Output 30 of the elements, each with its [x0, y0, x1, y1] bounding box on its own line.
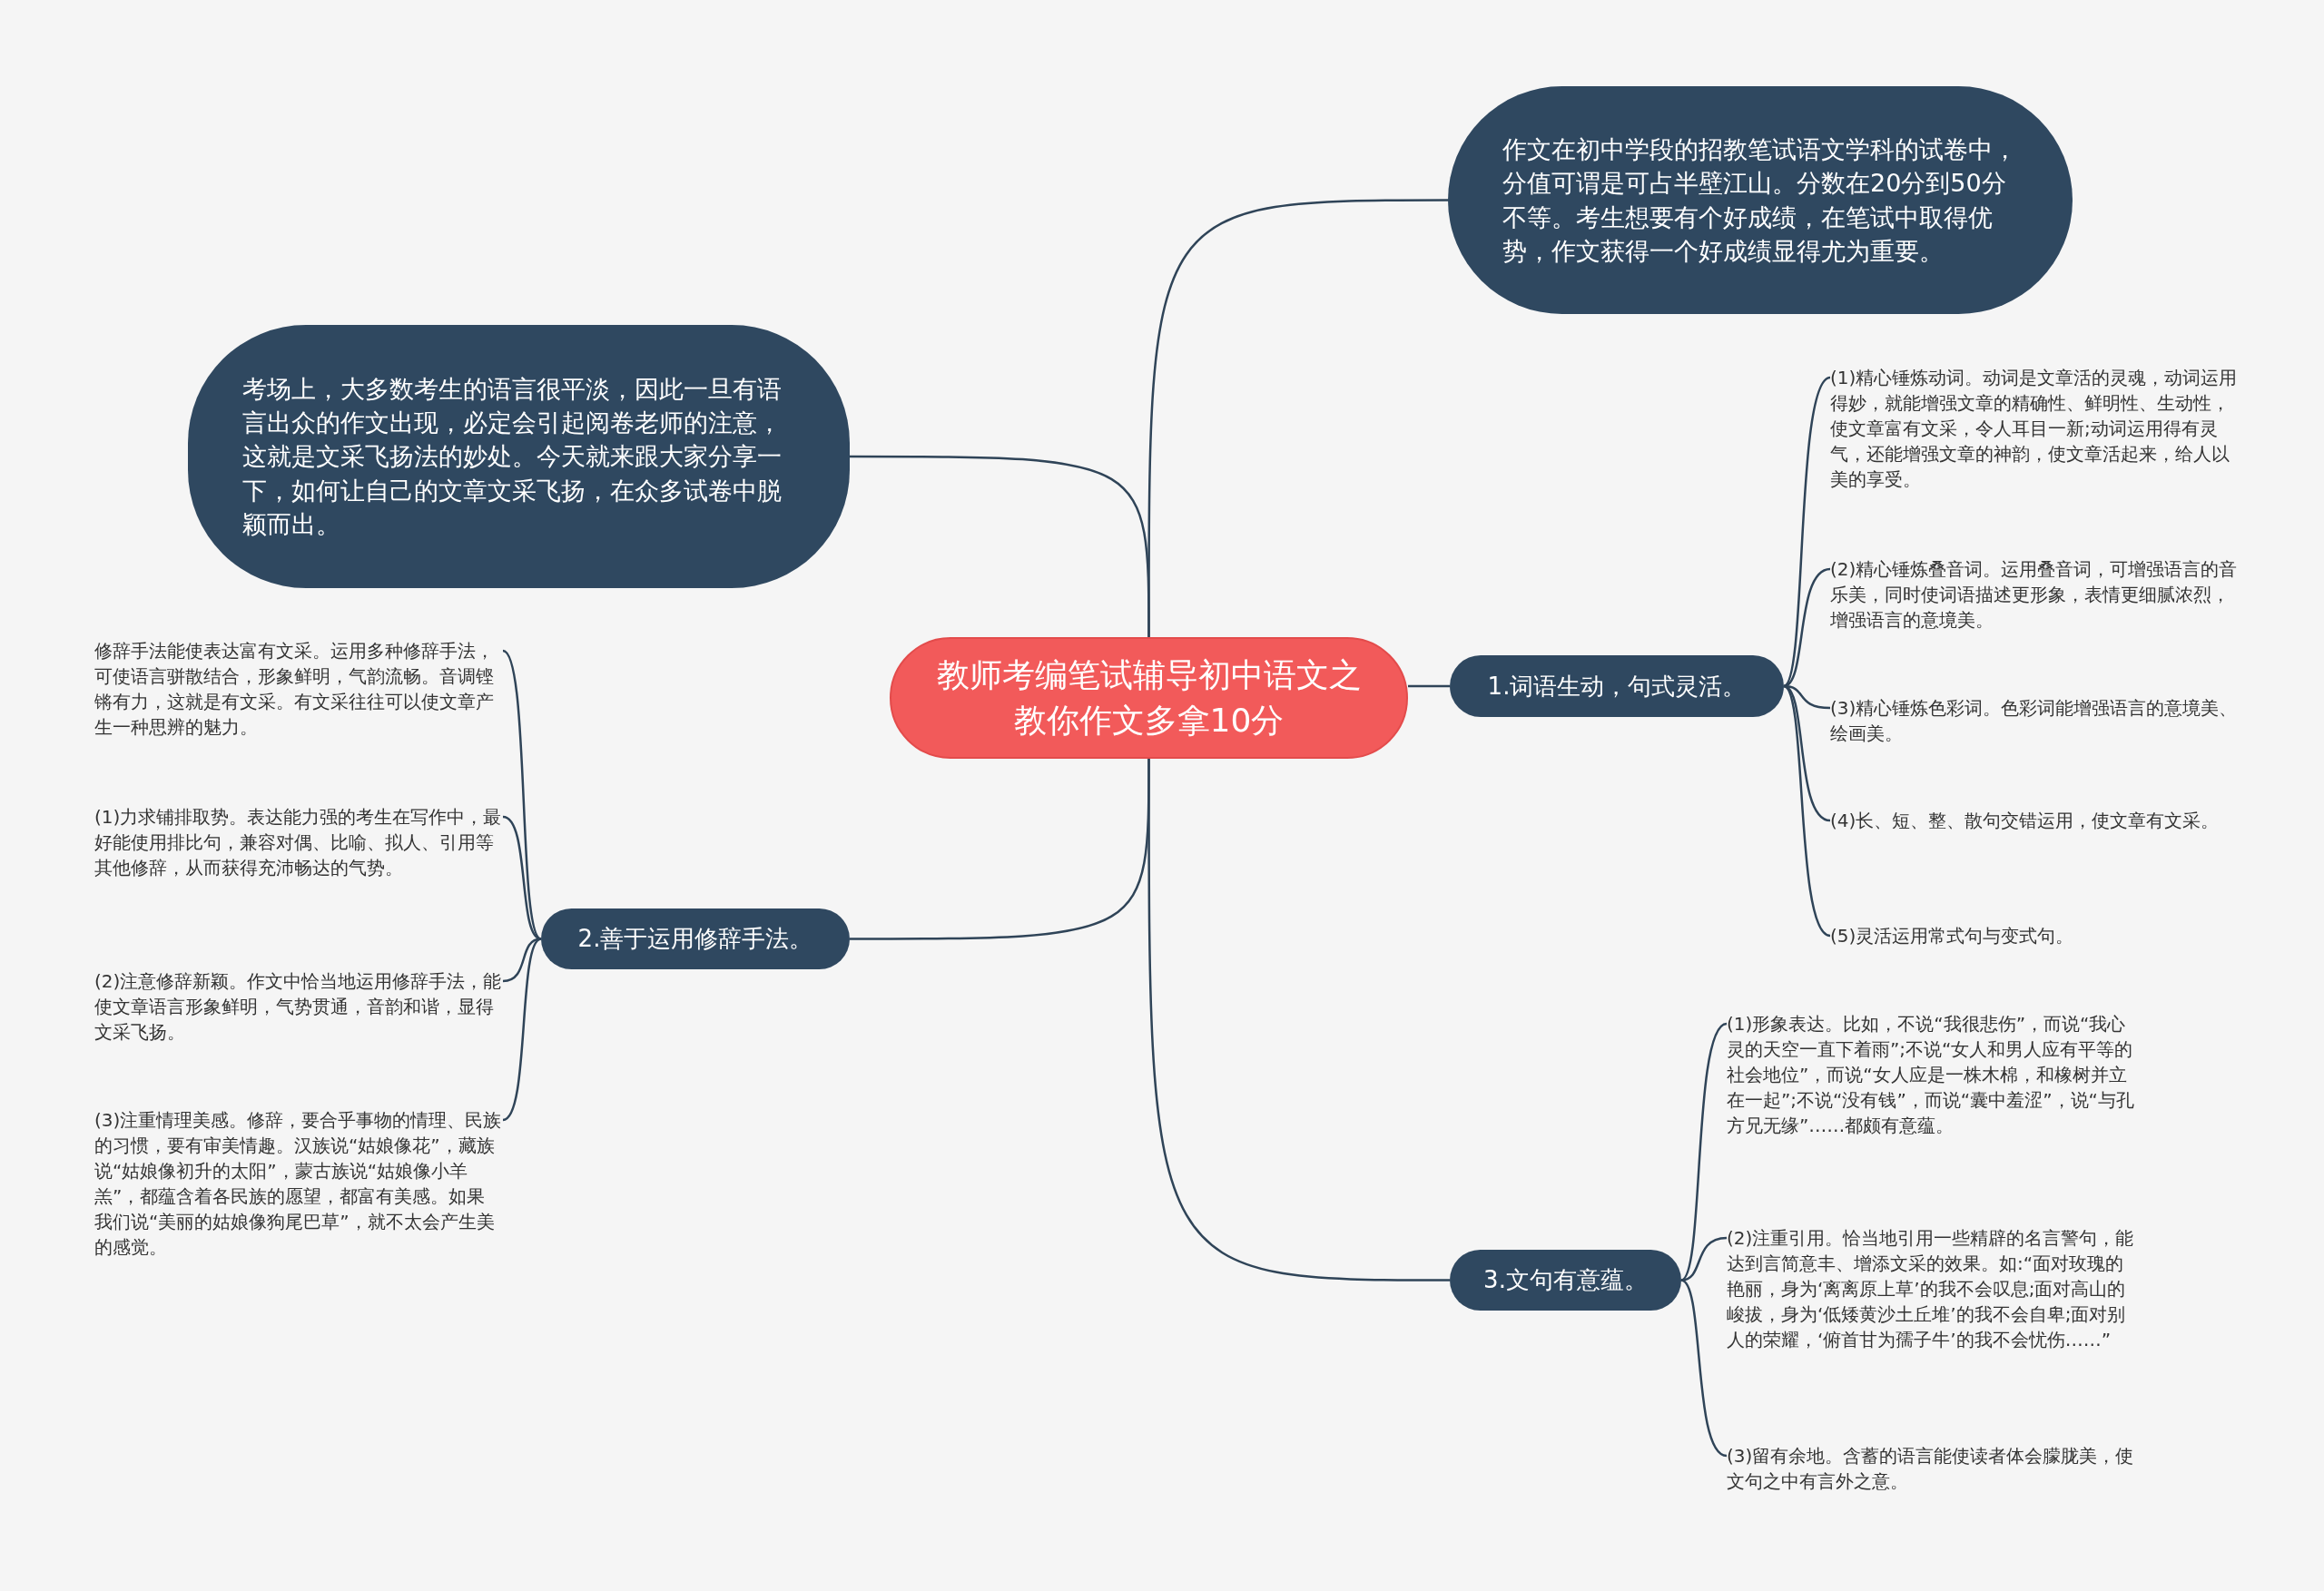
connector-line — [1147, 759, 1450, 1282]
note-text: (3)精心锤炼色彩词。色彩词能增强语言的意境美、绘画美。 — [1830, 695, 2239, 746]
topic-bubble: 作文在初中学段的招教笔试语文学科的试卷中，分值可谓是可占半壁江山。分数在20分到50分不等。考生想要有个好成绩，在笔试中取得优势，作文获得一个好成绩显得尤为重要。 — [1448, 86, 2073, 314]
connector-line — [850, 455, 1150, 637]
topic-bubble: 考场上，大多数考生的语言很平淡，因此一旦有语言出众的作文出现，必定会引起阅卷老师的注意，这就是文采飞扬法的妙处。今天就来跟大家分享一下，如何让自己的文章文采飞扬，在众多试卷中脱颖而出。 — [188, 325, 850, 588]
connector-line — [1783, 685, 1831, 938]
note-text: (5)灵活运用常式句与变式句。 — [1830, 923, 2239, 948]
note-text: (1)形象表达。比如，不说“我很悲伤”，而说“我心灵的天空一直下着雨”;不说“女人和男人应有平等的社会地位”，而说“女人应是一株木棉，和橡树并立在一起”;不说“没有钱”，而说“囊中羞涩”，说“与孔方兄无缘”……都颇有意蕴。 — [1727, 1011, 2135, 1138]
note-text: (2)精心锤炼叠音词。运用叠音词，可增强语言的音乐美，同时使词语描述更形象，表情更细腻浓烈，增强语言的意境美。 — [1830, 556, 2239, 633]
connector-line — [1680, 1022, 1728, 1282]
branch-topic: 3.文句有意蕴。 — [1450, 1250, 1681, 1311]
connector-line — [502, 815, 542, 940]
connector-line — [1783, 567, 1831, 688]
branch-topic: 1.词语生动，句式灵活。 — [1450, 655, 1784, 717]
note-text: (1)精心锤炼动词。动词是文章活的灵魂，动词运用得妙，就能增强文章的精确性、鲜明性、生动性，使文章富有文采，令人耳目一新;动词运用得有灵气，还能增强文章的神韵，使文章活起来，给人以美的享受。 — [1830, 365, 2239, 492]
note-text: (1)力求铺排取势。表达能力强的考生在写作中，最好能使用排比句，兼容对偶、比喻、拟人、引用等其他修辞，从而获得充沛畅达的气势。 — [94, 804, 503, 880]
connector-line — [1680, 1279, 1728, 1458]
connector-line — [502, 938, 542, 1122]
branch-topic: 2.善于运用修辞手法。 — [541, 908, 850, 969]
note-text: (4)长、短、整、散句交错运用，使文章有文采。 — [1830, 808, 2239, 833]
note-text: (2)注重引用。恰当地引用一些精辟的名言警句，能达到言简意丰、增添文采的效果。如:“面对玫瑰的艳丽，身为‘离离原上草’的我不会叹息;面对高山的峻拔，身为‘低矮黄沙土丘堆’的我不会自卑;面对别人的荣耀，‘俯首甘为孺子牛’的我不会忧伤……” — [1727, 1225, 2135, 1352]
note-text: (3)留有余地。含蓄的语言能使读者体会朦胧美，使文句之中有言外之意。 — [1727, 1443, 2135, 1494]
note-text: (2)注意修辞新颖。作文中恰当地运用修辞手法，能使文章语言形象鲜明，气势贯通，音韵和谐，显得文采飞扬。 — [94, 968, 503, 1045]
connector-line — [502, 650, 542, 940]
note-text: (3)注重情理美感。修辞，要合乎事物的情理、民族的习惯，要有审美情趣。汉族说“姑娘像花”，藏族说“姑娘像初升的太阳”，蒙古族说“姑娘像小羊羔”，都蕴含着各民族的愿望，都富有美感。如果我们说“美丽的姑娘像狗尾巴草”，就不太会产生美的感觉。 — [94, 1107, 503, 1260]
connector-line — [1408, 684, 1450, 688]
note-text: 修辞手法能使表达富有文采。运用多种修辞手法，可使语言骈散结合，形象鲜明，气韵流畅。音调铿锵有力，这就是有文采。有文采往往可以使文章产生一种思辨的魅力。 — [94, 638, 503, 740]
connector-line — [1783, 684, 1831, 822]
central-topic: 教师考编笔试辅导初中语文之教你作文多拿10分 — [890, 637, 1408, 759]
connector-line — [1783, 377, 1831, 687]
